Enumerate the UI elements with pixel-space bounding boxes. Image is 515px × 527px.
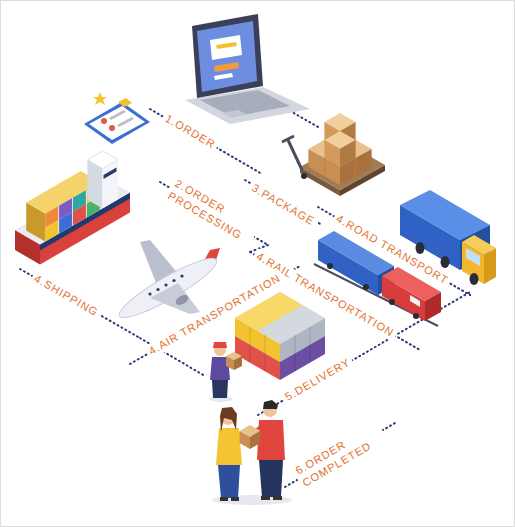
clipboard-icon-part — [101, 118, 107, 124]
delivery-truck-part — [441, 256, 450, 268]
handover-people-part — [231, 497, 239, 501]
freight-train-part — [425, 292, 441, 321]
package-pallet-part — [288, 140, 302, 170]
handover-people-part — [218, 465, 240, 498]
handover-people — [212, 400, 292, 505]
clipboard-icon — [84, 92, 150, 144]
handover-people-part — [240, 431, 250, 449]
package-pallet-part — [301, 173, 307, 179]
container-stack-part-part — [265, 335, 266, 371]
airplane-part — [164, 283, 167, 286]
package-pallet-part — [282, 136, 294, 142]
freight-train-part — [327, 263, 333, 269]
laptop-icon-part — [214, 62, 239, 72]
package-pallet-part — [324, 131, 355, 167]
laptop-icon-part — [197, 21, 257, 92]
package-pallet-part-part — [308, 149, 324, 176]
laptop-icon-part — [222, 110, 246, 117]
clipboard-icon-part — [84, 102, 150, 144]
airplane-part — [172, 279, 175, 282]
delivery-truck-part — [470, 273, 479, 285]
dotted-line — [20, 104, 470, 487]
handover-people-part — [220, 407, 237, 432]
package-pallet-part-part — [324, 140, 340, 167]
courier-figure-part — [213, 342, 227, 348]
step-label: 6.ORDER COMPLETED — [291, 419, 390, 492]
delivery-truck-part — [466, 248, 480, 266]
handover-people-part — [273, 496, 282, 500]
handover-people-part — [259, 460, 283, 497]
courier-figure-part — [234, 356, 242, 370]
freight-train-part — [410, 295, 420, 307]
clipboard-icon-part — [109, 110, 126, 120]
handover-people-part — [220, 497, 228, 501]
handover-people-part — [261, 496, 270, 500]
delivery-truck-part — [416, 242, 425, 254]
container-stack-part-part — [250, 327, 251, 362]
freight-train-part — [413, 313, 419, 319]
container-stack-part-part — [295, 335, 296, 371]
laptop-icon-part — [214, 73, 233, 80]
step-label: 2.ORDER PROCESSING — [163, 176, 262, 249]
laptop-icon-part — [216, 42, 237, 49]
laptop-icon-part — [210, 35, 242, 60]
cargo-ship — [15, 151, 130, 265]
clipboard-icon-part — [93, 92, 107, 105]
airplane-part — [150, 283, 200, 314]
container-stack — [235, 292, 325, 380]
clipboard-icon-part — [109, 125, 115, 131]
clipboard-icon-part — [118, 98, 132, 107]
container-stack-part — [235, 336, 280, 380]
courier-figure-part — [212, 380, 228, 398]
airplane-part — [174, 293, 190, 307]
dotted-line-part — [20, 269, 140, 338]
step-label: 1.ORDER — [160, 111, 220, 154]
airplane-part — [148, 292, 151, 295]
package-pallet-part-part — [340, 140, 356, 167]
airplane-part — [156, 288, 159, 291]
freight-train-part — [389, 299, 395, 305]
package-pallet-part-part — [356, 149, 372, 176]
container-stack-part — [250, 327, 310, 371]
container-stack-part-part — [310, 327, 311, 362]
package-pallet — [282, 113, 385, 196]
courier-figure-part — [226, 356, 234, 370]
handover-people-part — [250, 431, 260, 449]
cargo-ship-part — [87, 151, 118, 169]
clipboard-icon-part — [117, 117, 134, 127]
handover-people-part — [263, 400, 278, 409]
cargo-ship-part — [104, 168, 117, 180]
step-label: 4.SHIPPING — [29, 271, 103, 322]
laptop-icon — [185, 14, 310, 124]
laptop-icon-part — [192, 14, 263, 98]
clipboard-icon-part — [89, 106, 145, 140]
freight-train-part — [363, 284, 369, 290]
courier-figure — [209, 342, 242, 402]
airplane-part — [180, 274, 183, 277]
